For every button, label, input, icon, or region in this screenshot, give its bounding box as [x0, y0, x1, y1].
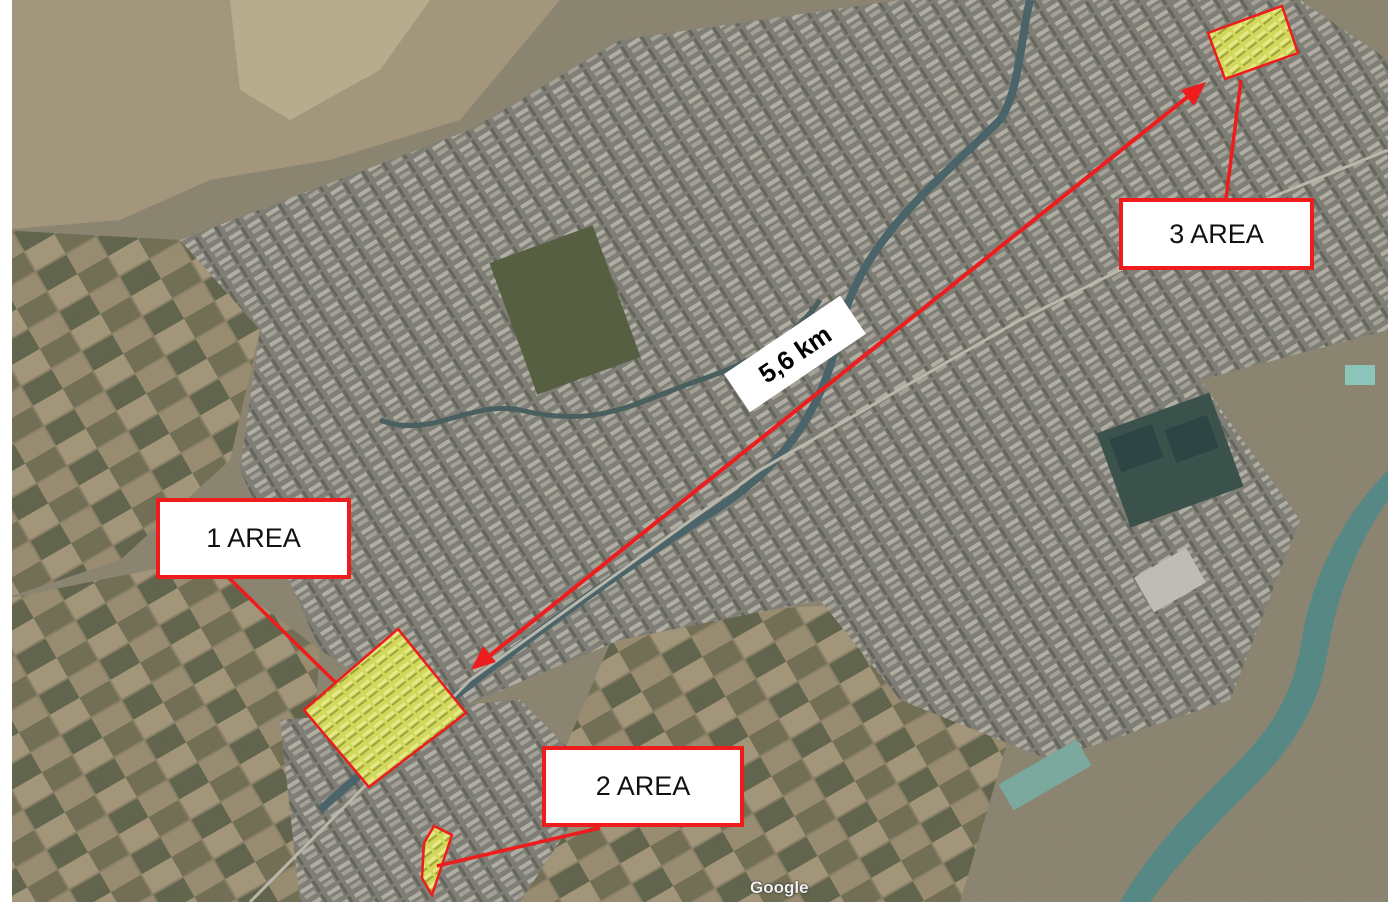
area-2-leader-line — [436, 826, 601, 868]
area-1-label[interactable]: 1 AREA — [156, 498, 351, 579]
image-margin — [0, 0, 12, 902]
area-3-polygon — [1206, 4, 1300, 81]
area-1-polygon — [302, 627, 468, 789]
area-3-leader-line — [1224, 79, 1243, 200]
area-2-label[interactable]: 2 AREA — [542, 746, 744, 827]
distance-arrow-line — [486, 93, 1192, 659]
area-3-label[interactable]: 3 AREA — [1119, 198, 1314, 270]
map-attribution: Google — [750, 878, 809, 897]
arrow-head-southwest — [471, 646, 496, 670]
area-1-leader-line — [227, 576, 338, 685]
arrow-head-northeast — [1181, 82, 1206, 106]
